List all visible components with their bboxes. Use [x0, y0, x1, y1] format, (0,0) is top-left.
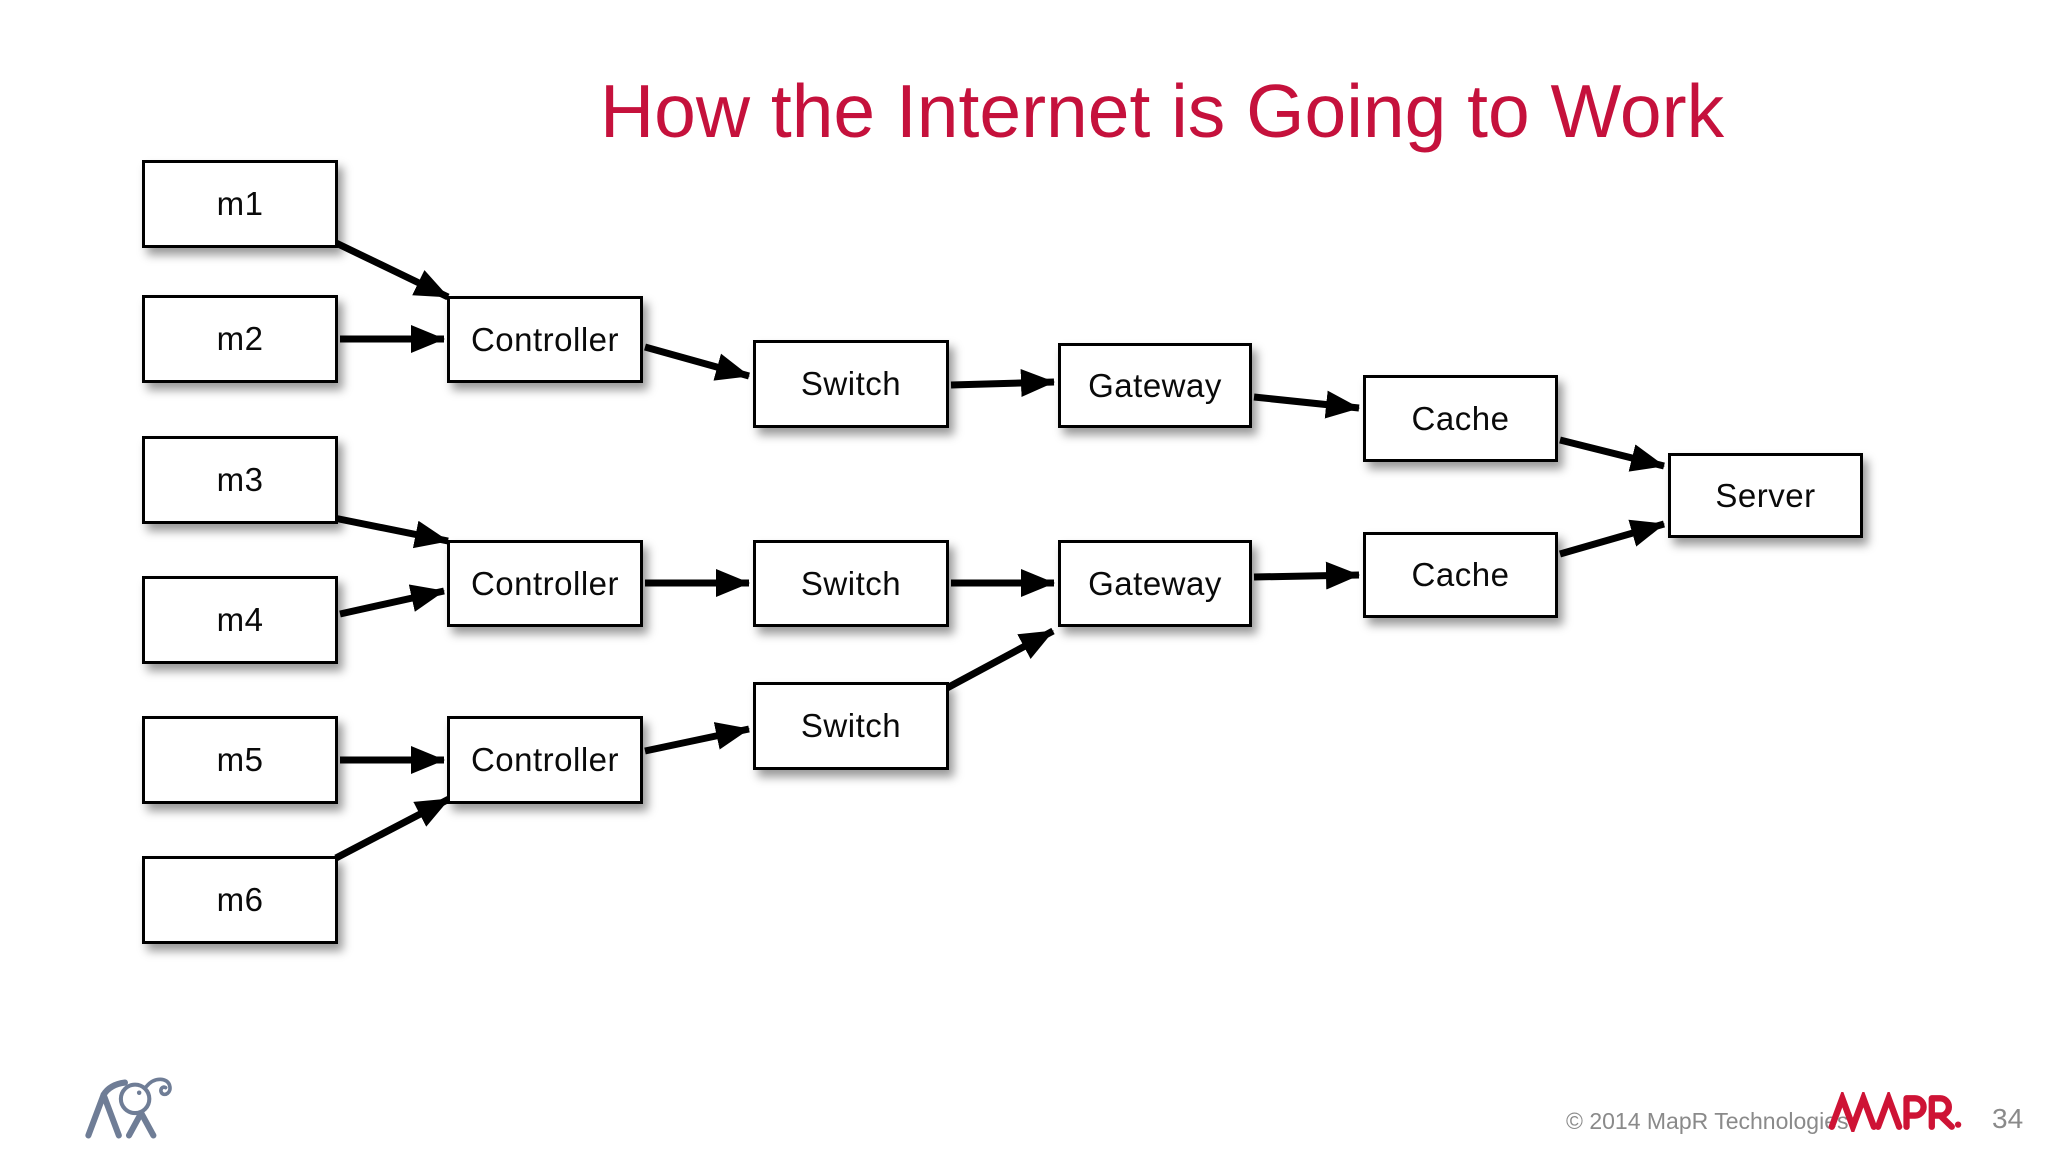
elephant-head — [118, 1082, 152, 1116]
node-controller1: Controller — [447, 296, 643, 383]
node-server: Server — [1668, 453, 1863, 538]
node-label: Switch — [800, 365, 902, 402]
node-label: m5 — [216, 741, 264, 778]
node-label: Controller — [470, 741, 620, 778]
node-label: m2 — [216, 320, 264, 357]
node-gateway1: Gateway — [1058, 343, 1252, 428]
mapr-letter-m — [1828, 1092, 1878, 1132]
edge-m4-to-controller2 — [339, 584, 445, 618]
node-controller2: Controller — [447, 540, 643, 627]
mapr-letter-r — [1928, 1095, 1955, 1130]
node-label: m1 — [216, 185, 264, 222]
node-cache2: Cache — [1363, 532, 1558, 618]
edge-switch3-to-gateway2 — [945, 627, 1055, 692]
elephant-trunk — [144, 1077, 172, 1097]
mapr-letter-a — [1874, 1092, 1903, 1130]
mapr-wordmark-logo — [1828, 1092, 1962, 1132]
node-m1: m1 — [142, 160, 338, 248]
node-gateway2: Gateway — [1058, 540, 1252, 627]
page-number: 34 — [1992, 1103, 2024, 1134]
node-label: Controller — [470, 320, 620, 358]
node-switch1: Switch — [753, 340, 949, 428]
edge-m3-to-controller2 — [333, 514, 449, 549]
node-m5: m5 — [142, 716, 338, 804]
node-m4: m4 — [142, 576, 338, 664]
node-label: Gateway — [1088, 366, 1222, 404]
elephant-legs-front — [85, 1091, 122, 1139]
edge-m6-to-controller3 — [334, 795, 451, 862]
node-controller3: Controller — [447, 716, 643, 804]
node-switch2: Switch — [753, 540, 949, 627]
node-label: Switch — [800, 564, 902, 602]
mapr-letter-p — [1903, 1095, 1927, 1130]
slide-title: How the Internet is Going to Work — [600, 69, 1725, 153]
node-label: m6 — [216, 881, 264, 918]
node-label: m4 — [216, 601, 264, 638]
mapr-elephant-logo — [85, 1077, 172, 1139]
node-label: Gateway — [1088, 564, 1222, 602]
node-label: Cache — [1411, 399, 1510, 437]
node-label: m3 — [216, 461, 264, 498]
edge-gateway1-to-cache1 — [1253, 390, 1360, 419]
edge-cache2-to-server — [1559, 519, 1665, 558]
node-label: Cache — [1411, 556, 1510, 593]
elephant-legs-rear — [125, 1110, 157, 1139]
edge-switch1-to-gateway1 — [950, 368, 1055, 397]
node-cache1: Cache — [1363, 375, 1558, 462]
node-switch3: Switch — [753, 682, 949, 770]
node-label: Controller — [470, 564, 620, 602]
elephant-eye — [136, 1090, 142, 1095]
edge-controller3-to-switch3 — [644, 722, 750, 755]
edge-m1-to-controller1 — [332, 238, 450, 301]
edge-cache1-to-server — [1559, 436, 1665, 472]
node-m3: m3 — [142, 436, 338, 524]
mapr-logo-dot — [1954, 1121, 1962, 1128]
elephant-back-line — [100, 1079, 128, 1098]
edge-controller1-to-switch1 — [644, 343, 750, 381]
edge-gateway2-to-cache2 — [1253, 561, 1360, 590]
node-label: Server — [1715, 476, 1816, 514]
copyright-text: © 2014 MapR Technologies — [1566, 1108, 1849, 1134]
node-label: Switch — [800, 707, 902, 744]
node-m6: m6 — [142, 856, 338, 944]
node-m2: m2 — [142, 295, 338, 383]
